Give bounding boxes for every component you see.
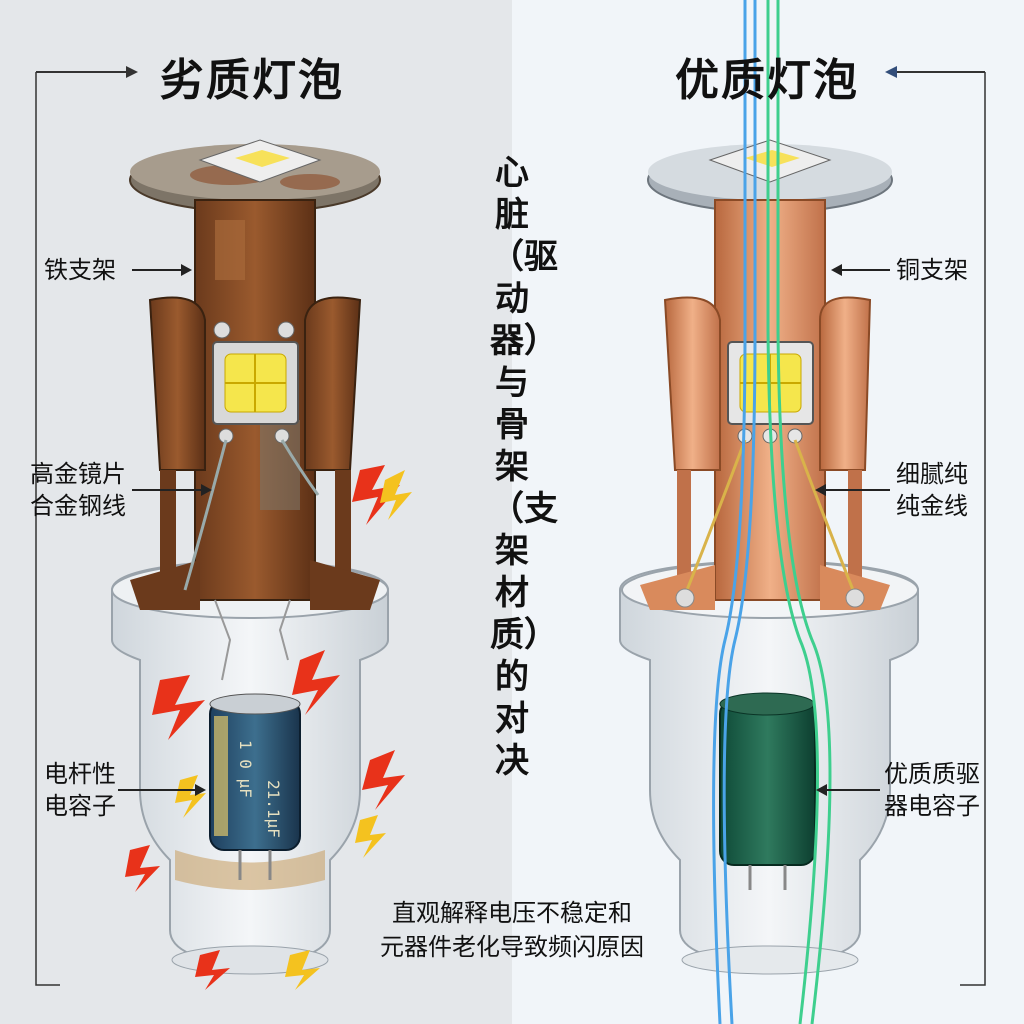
- good-bulb: [619, 139, 919, 975]
- label-capacitor-right: 优质质驱 器电容子: [884, 758, 980, 822]
- label-arrowheads: [181, 264, 842, 796]
- label-wire-right: 细腻纯 纯金线: [896, 458, 968, 522]
- caption: 直观解释电压不稳定和 元器件老化导致频闪原因: [352, 896, 672, 964]
- caption-line-1: 直观解释电压不稳定和: [392, 899, 632, 927]
- label-capacitor-right-line1: 优质质驱: [884, 760, 980, 788]
- label-wire-left: 高金镜片 合金钢线: [30, 458, 126, 522]
- label-capacitor-right-line2: 器电容子: [884, 792, 980, 820]
- label-wire-right-line1: 细腻纯: [896, 460, 968, 488]
- current-flow-lines: [712, 0, 832, 1024]
- label-wire-left-line1: 高金镜片: [30, 460, 126, 488]
- right-title: 优质灯泡: [675, 55, 859, 106]
- center-vertical-title: 心脏（驱动器）与骨架（支架材质）的对决: [490, 153, 558, 781]
- caption-line-2: 元器件老化导致频闪原因: [380, 933, 644, 961]
- frame-lines: [35, 72, 986, 986]
- title-arrows: [36, 66, 985, 78]
- left-title: 劣质灯泡: [160, 55, 344, 106]
- label-wire-right-line2: 纯金线: [896, 492, 968, 520]
- label-copper-bracket: 铜支架: [896, 256, 968, 284]
- label-capacitor-left-line2: 电容子: [44, 792, 116, 820]
- capacitor-marking-1: 1 0 μF: [236, 740, 255, 798]
- label-capacitor-left-line1: 电杆性: [44, 760, 116, 788]
- label-wire-left-line2: 合金钢线: [30, 492, 126, 520]
- label-iron-bracket: 铁支架: [44, 256, 116, 284]
- spark-icons: [125, 465, 412, 990]
- capacitor-marking-2: 21.1μF: [264, 780, 283, 838]
- label-capacitor-left: 电杆性 电容子: [44, 758, 116, 822]
- poor-bulb: [111, 139, 389, 975]
- label-arrows: [118, 269, 890, 791]
